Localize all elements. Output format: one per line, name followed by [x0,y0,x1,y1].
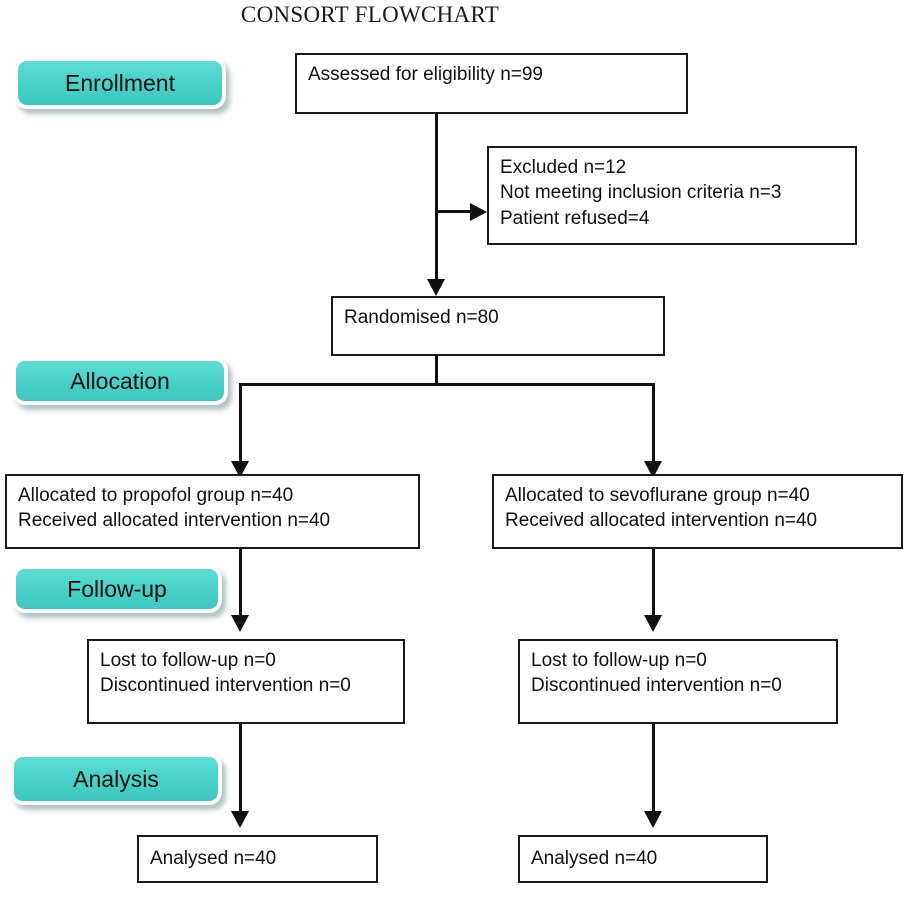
box-line: Discontinued intervention n=0 [531,675,782,697]
box-line: Allocated to sevoflurane group n=40 [505,485,810,506]
box-excluded: Excluded n=12 Not meeting inclusion crit… [487,146,857,245]
arrowhead-to-allocated-right [644,461,662,478]
box-line: Allocated to propofol group n=40 [18,485,294,506]
connector-randomised-stem [435,355,438,384]
box-line: Analysed n=40 [531,848,658,870]
box-line: Lost to follow-up n=0 [100,650,276,671]
arrowhead-to-excluded [470,203,487,221]
stage-badge-enrollment: Enrollment [14,57,226,109]
arrowhead-to-analysed-right [644,811,662,828]
box-line: Not meeting inclusion criteria n=3 [500,182,782,204]
box-allocated-sevoflurane: Allocated to sevoflurane group n=40 Rece… [492,474,903,549]
connector-followup-left-to-analysed [239,723,242,817]
stage-badge-allocation: Allocation [12,357,228,405]
box-line: Randomised n=80 [344,307,499,328]
box-line: Assessed for eligibility n=99 [308,64,543,85]
stage-badge-label: Follow-up [67,575,167,602]
box-line: Received allocated intervention n=40 [505,510,818,532]
arrowhead-to-allocated-left [231,461,249,478]
box-line: Lost to follow-up n=0 [531,650,707,671]
connector-randomised-split-bar [239,383,655,386]
arrowhead-to-randomised [427,279,445,296]
box-assessed-for-eligibility: Assessed for eligibility n=99 [295,53,688,114]
stage-pill: Analysis [14,757,218,801]
arrowhead-to-followup-right [644,615,662,632]
stage-badge-followup: Follow-up [12,565,222,613]
stage-pill: Allocation [16,361,224,401]
stage-badge-label: Enrollment [65,69,175,96]
connector-allocated-right-to-followup [652,548,655,622]
box-followup-right: Lost to follow-up n=0 Discontinued inter… [518,639,838,724]
connector-assessed-to-excluded [435,210,473,213]
stage-badge-label: Analysis [73,765,159,792]
arrowhead-to-analysed-left [231,811,249,828]
connector-split-right-drop [652,383,655,469]
arrowhead-to-followup-left [231,615,249,632]
box-analysed-right: Analysed n=40 [518,835,768,883]
stage-badge-label: Allocation [70,367,170,394]
stage-badge-analysis: Analysis [10,753,222,805]
connector-allocated-left-to-followup [239,548,242,622]
box-followup-left: Lost to follow-up n=0 Discontinued inter… [87,639,405,724]
stage-pill: Follow-up [16,569,218,609]
box-line: Excluded n=12 [500,157,627,178]
stage-pill: Enrollment [18,61,222,105]
box-allocated-propofol: Allocated to propofol group n=40 Receive… [5,474,420,549]
connector-split-left-drop [239,383,242,469]
box-randomised: Randomised n=80 [331,296,665,356]
connector-followup-right-to-analysed [652,723,655,817]
page-title: CONSORT FLOWCHART [240,2,500,27]
box-analysed-left: Analysed n=40 [137,835,378,883]
box-line: Received allocated intervention n=40 [18,510,331,532]
box-line: Discontinued intervention n=0 [100,675,351,697]
connector-assessed-trunk [435,113,438,285]
box-line: Patient refused=4 [500,207,650,229]
box-line: Analysed n=40 [150,848,277,870]
